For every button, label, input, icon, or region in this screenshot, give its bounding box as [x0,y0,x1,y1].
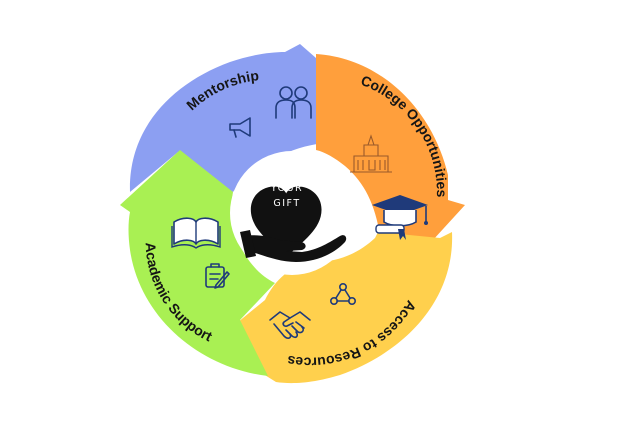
network-icon [329,282,356,305]
mentors-icon [275,86,312,119]
center-text-line1: YOUR [270,183,303,194]
segment-college-opportunities [316,54,465,252]
segment-academic-support [120,150,275,376]
college-building-icon [350,134,392,173]
handshake-icon [269,311,311,339]
open-hand-icon [240,230,347,262]
graduation-cap-icon [372,195,428,240]
open-book-icon [171,217,221,249]
segment-access-to-resources [232,232,453,384]
megaphone-icon [229,117,251,138]
center-text-line2: GIFT [273,198,300,209]
clipboard-icon [205,263,230,289]
